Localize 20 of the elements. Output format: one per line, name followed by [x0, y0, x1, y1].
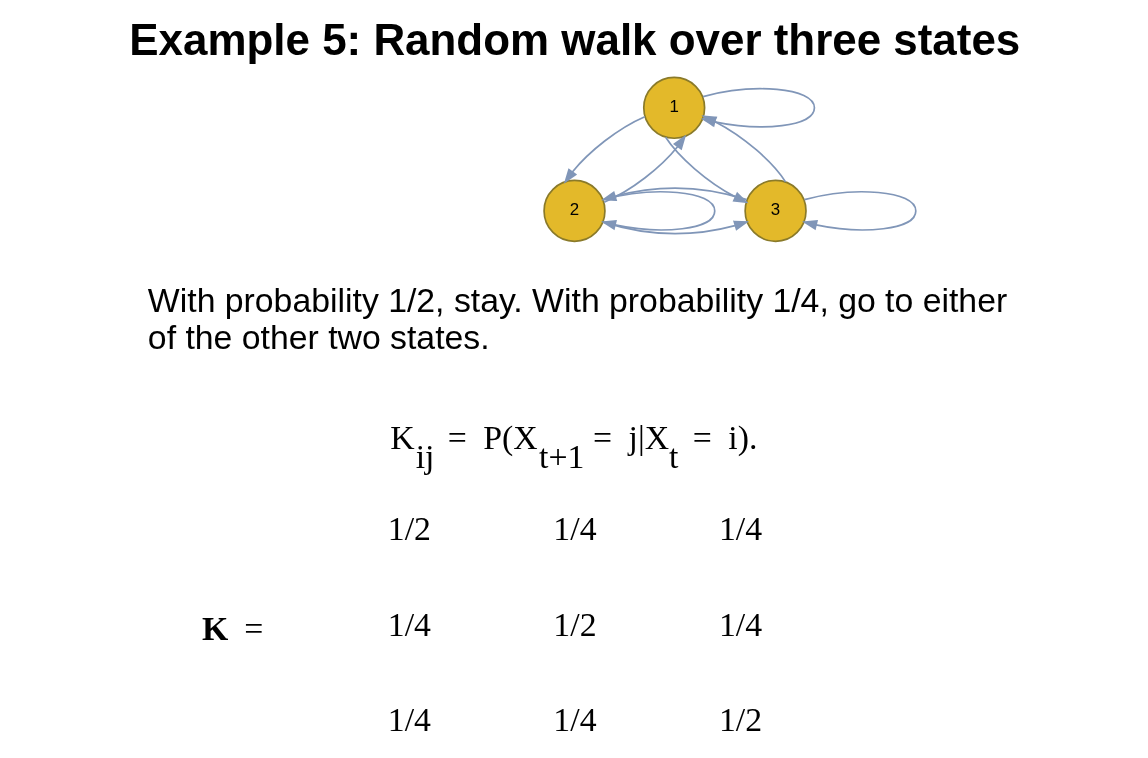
label: 1/2 — [552, 605, 597, 643]
arrow — [563, 115, 646, 184]
label: K = — [201, 610, 263, 648]
label: 1/4 — [552, 510, 597, 548]
label: 1/4 — [387, 605, 431, 643]
diagram-title: Example 5: Random walk over three states — [128, 15, 1020, 65]
arrow — [600, 187, 748, 202]
node-circle: 1 — [642, 76, 705, 140]
label: 1/4 — [718, 510, 762, 548]
label: With probability 1/2, stay. With probability 1/4, go to either of the other two states. — [147, 281, 1007, 357]
label: 1/2 — [718, 701, 762, 739]
arrow — [801, 191, 917, 231]
label: 1/4 — [718, 605, 762, 643]
node-circle: 2 — [542, 179, 606, 243]
arrow — [602, 134, 686, 204]
arrow — [664, 136, 749, 204]
label: 1/4 — [552, 701, 597, 739]
node-circle: 3 — [743, 179, 807, 243]
label: 1/2 — [387, 510, 431, 548]
label: 1/4 — [387, 701, 431, 739]
